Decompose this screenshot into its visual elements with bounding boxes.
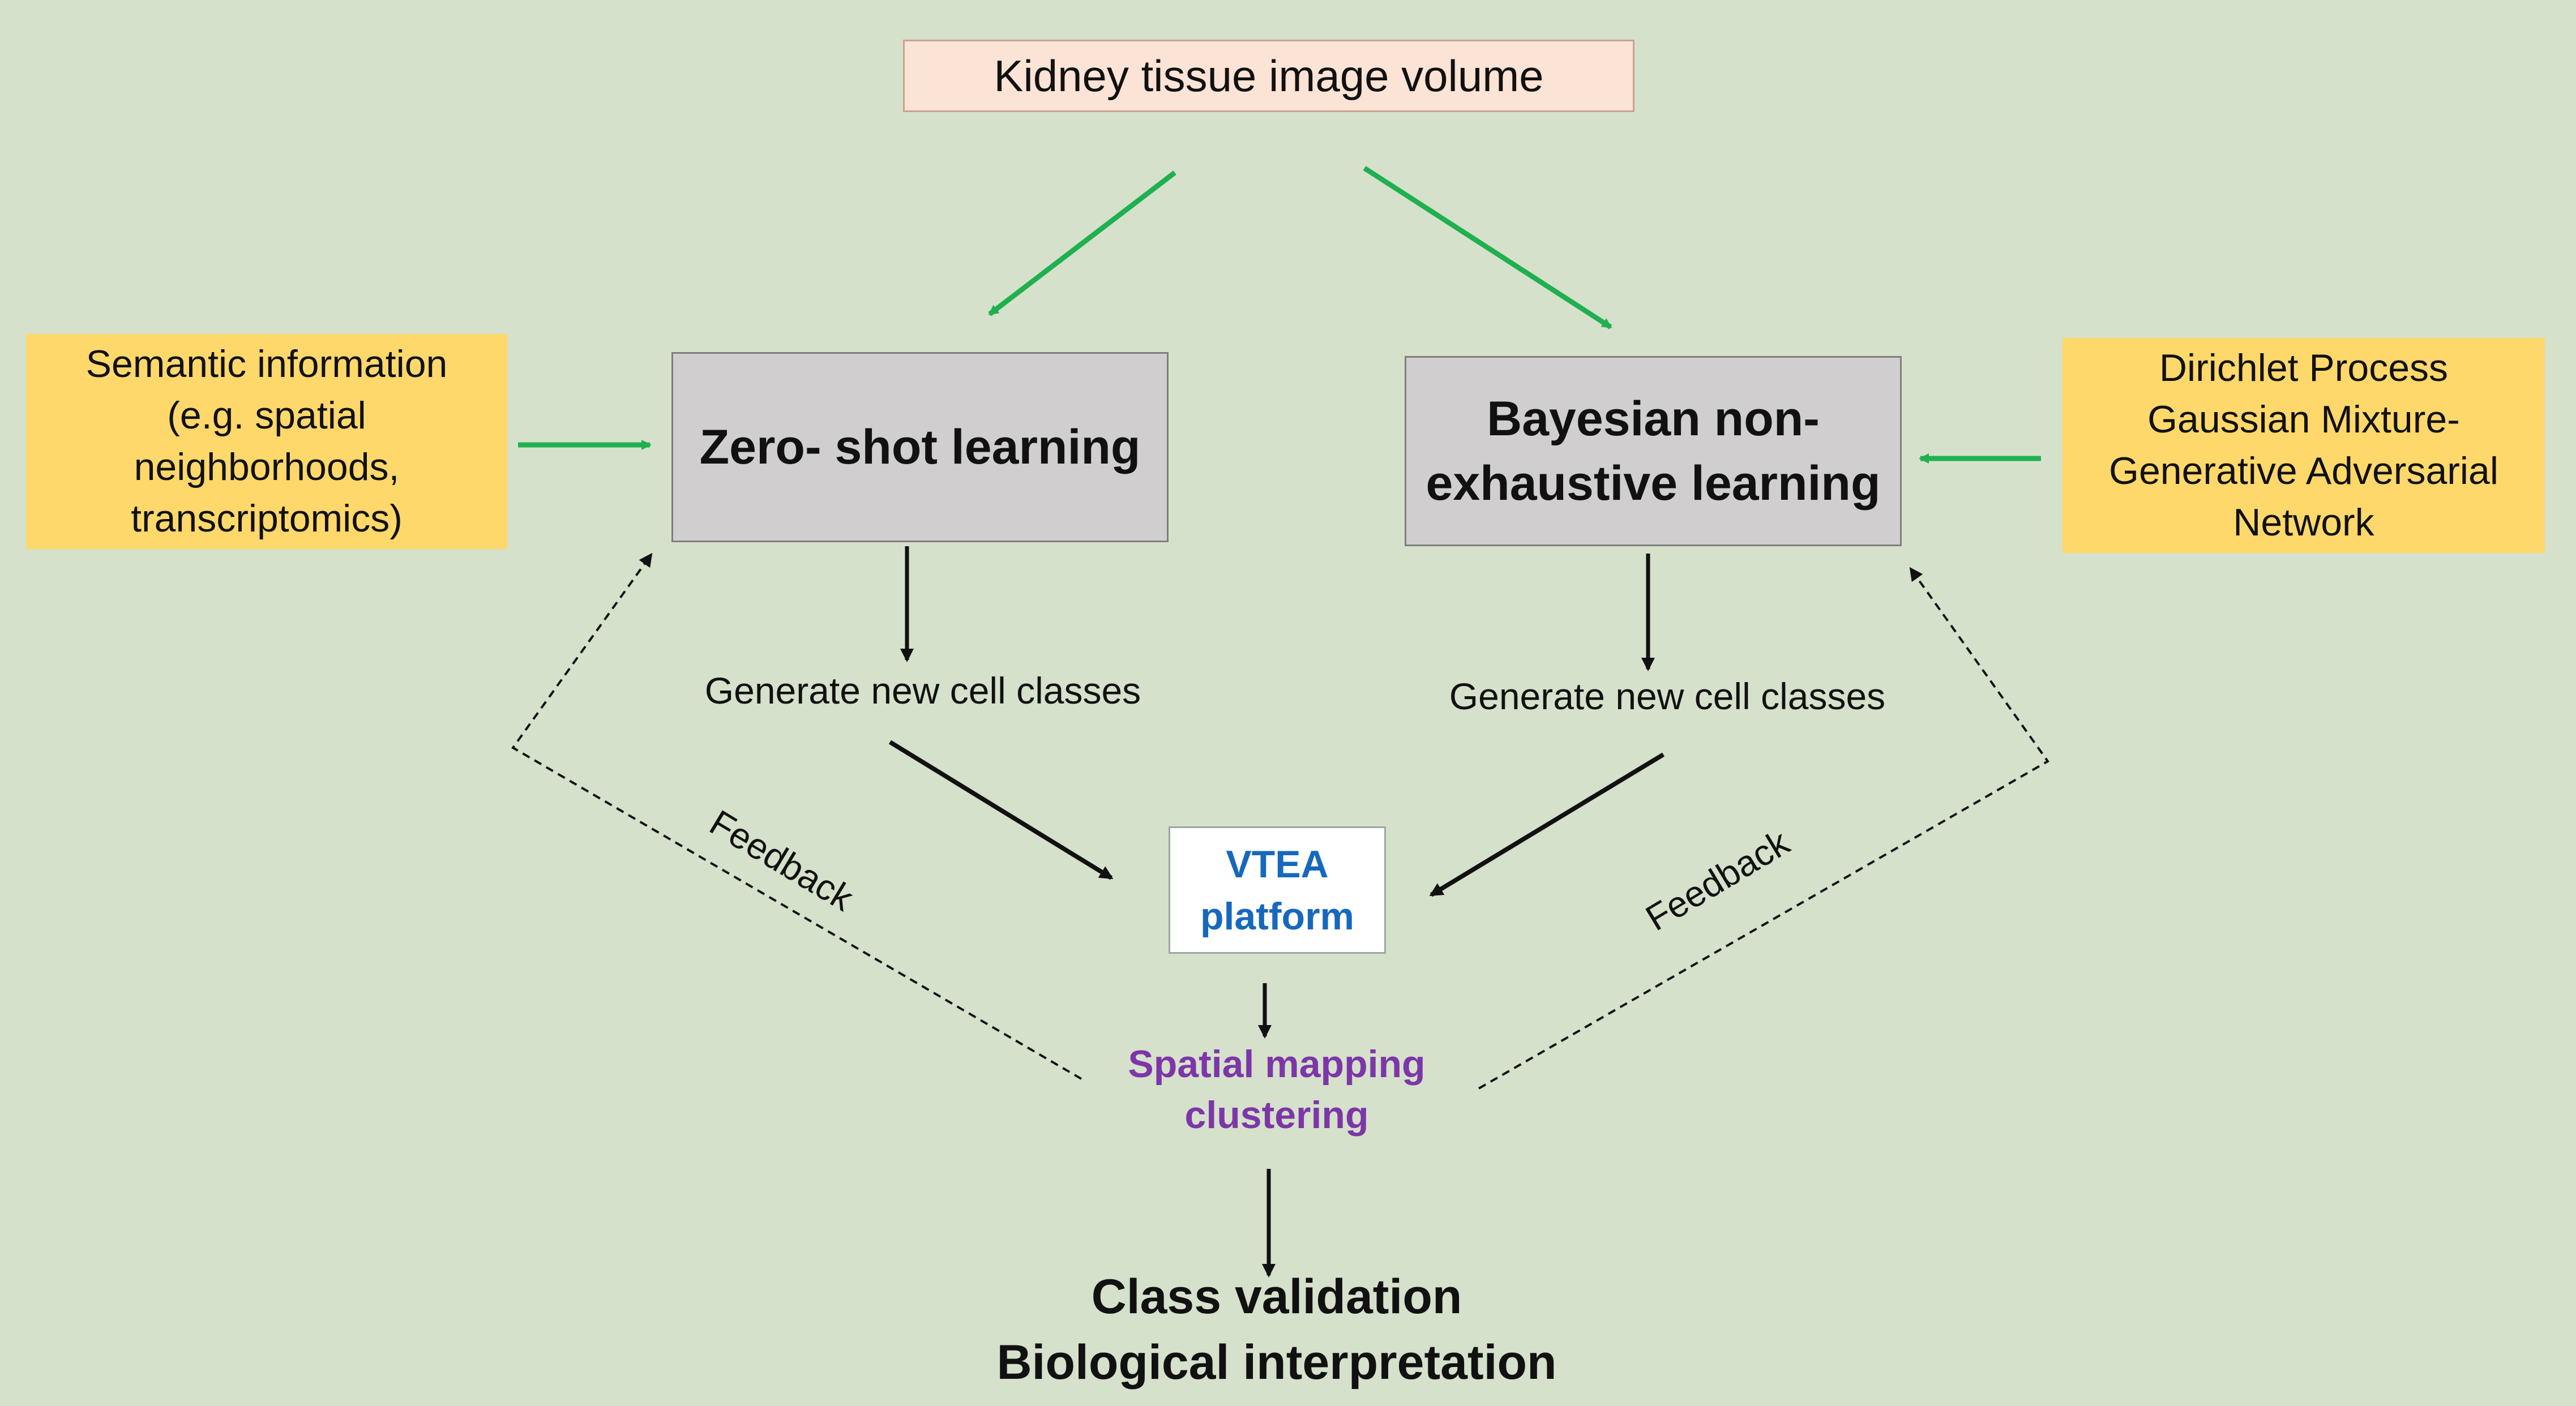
vtea-line-2: platform — [1200, 894, 1354, 938]
dirichlet-line-1: Dirichlet Process — [2159, 346, 2449, 389]
semantic-line-4: transcriptomics) — [131, 497, 403, 540]
result-line-1: Class validation — [1091, 1270, 1462, 1324]
arrow-input-to-zero-shot — [988, 170, 1176, 316]
semantic-information-box: Semantic information (e.g. spatial neigh… — [26, 334, 507, 549]
result-line-2: Biological interpretation — [996, 1335, 1557, 1390]
semantic-line-3: neighborhoods, — [134, 445, 400, 488]
bayesian-line-2: exhaustive learning — [1426, 456, 1881, 511]
bayesian-line-1: Bayesian non- — [1487, 392, 1820, 446]
bayesian-learning-box: Bayesian non- exhaustive learning — [1405, 356, 1902, 546]
semantic-line-1: Semantic information — [85, 342, 448, 385]
dirichlet-line-2: Gaussian Mixture- — [2147, 398, 2460, 441]
spatial-line-2: clustering — [1184, 1094, 1369, 1137]
spatial-mapping-label: Spatial mapping clustering — [1076, 1039, 1478, 1141]
right-feedback-path — [1478, 567, 2049, 1090]
arrow-right-generate-to-vtea — [1429, 752, 1665, 897]
left-generate-label: Generate new cell classes — [704, 670, 1141, 711]
spatial-line-1: Spatial mapping — [1128, 1043, 1426, 1086]
vtea-line-1: VTEA — [1226, 842, 1329, 886]
arrow-input-to-bayesian — [1363, 166, 1612, 329]
semantic-line-2: (e.g. spatial — [167, 394, 366, 437]
arrow-left-generate-to-vtea — [888, 740, 1114, 880]
dirichlet-line-4: Network — [2233, 501, 2374, 544]
input-label: Kidney tissue image volume — [994, 50, 1544, 101]
vtea-platform-box: VTEA platform — [1169, 826, 1386, 954]
input-box: Kidney tissue image volume — [903, 40, 1634, 112]
dirichlet-process-box: Dirichlet Process Gaussian Mixture- Gene… — [2062, 338, 2545, 553]
final-output-label: Class validation Biological interpretati… — [934, 1264, 1619, 1395]
right-generate-label: Generate new cell classes — [1449, 675, 1886, 717]
zero-shot-label: Zero- shot learning — [699, 420, 1141, 474]
dirichlet-line-3: Generative Adversarial — [2109, 449, 2498, 492]
left-feedback-path — [511, 552, 1082, 1080]
zero-shot-learning-box: Zero- shot learning — [671, 352, 1169, 542]
